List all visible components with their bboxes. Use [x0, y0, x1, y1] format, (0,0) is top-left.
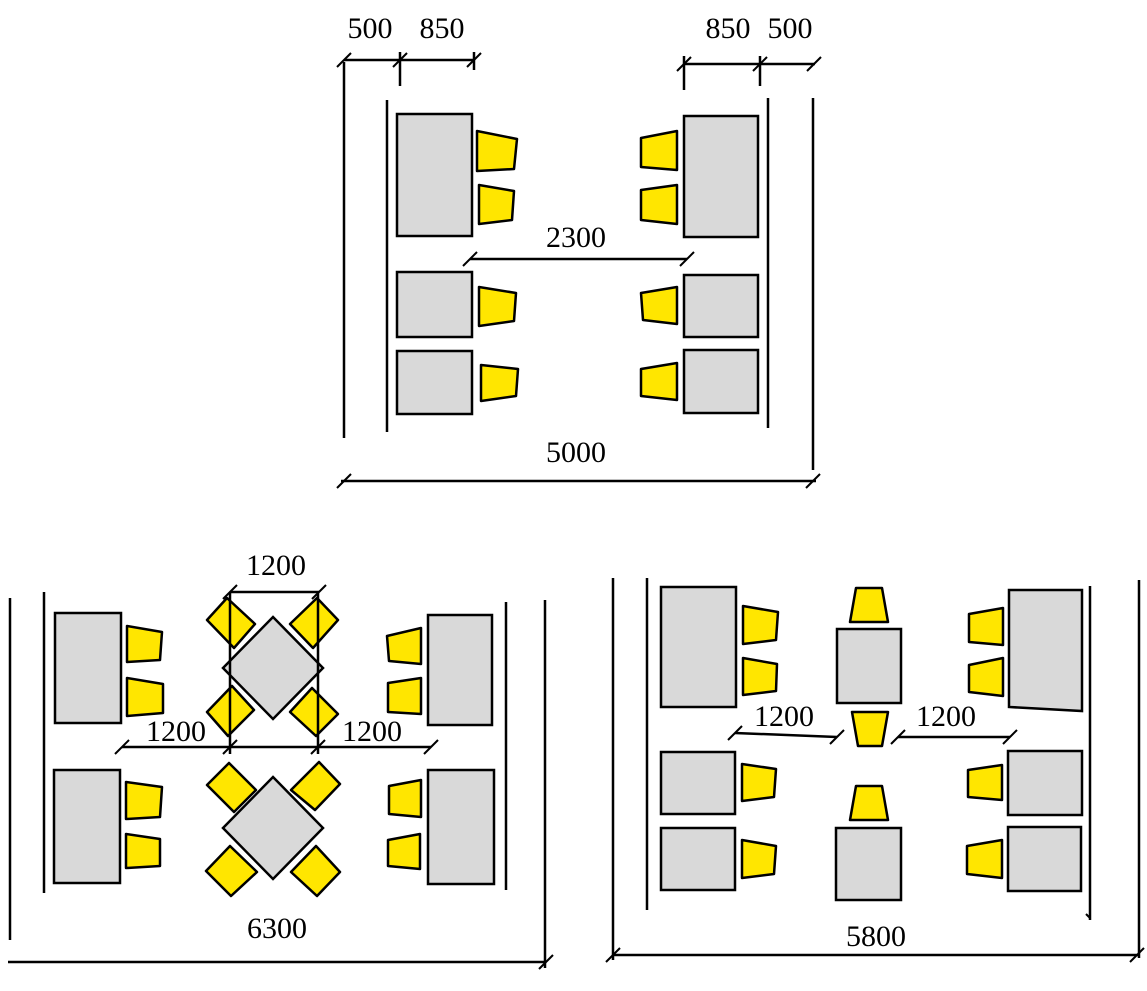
chair — [288, 686, 340, 738]
chair — [848, 784, 890, 822]
dimension-label-diamond-width: 1200 — [246, 549, 306, 582]
table — [1006, 825, 1083, 893]
chair — [966, 763, 1004, 802]
dimension-label-total: 5000 — [546, 436, 606, 469]
chair — [124, 780, 164, 821]
table — [1007, 588, 1084, 713]
dimension-label-left-aisle: 1200 — [146, 715, 206, 748]
dimension-label-right-aisle: 1200 — [916, 700, 976, 733]
chair — [386, 676, 423, 716]
table-large — [395, 112, 474, 238]
table — [395, 349, 474, 416]
chair — [740, 838, 778, 880]
chair — [741, 656, 779, 697]
dimension-label-total: 6300 — [247, 912, 307, 945]
table — [659, 826, 737, 892]
table — [682, 273, 760, 339]
chair — [204, 844, 259, 898]
dimension-tick — [806, 56, 822, 72]
chair — [387, 778, 423, 819]
dimension-tick — [310, 739, 326, 755]
chair — [477, 285, 518, 328]
dimension-tick — [336, 52, 352, 68]
dimension-label-right-offset: 500 — [768, 12, 813, 45]
table — [659, 750, 737, 816]
table — [426, 613, 494, 727]
table — [52, 768, 122, 885]
chair — [850, 710, 890, 748]
dimension-tick — [222, 739, 238, 755]
table — [682, 348, 760, 415]
table — [835, 627, 903, 705]
table — [834, 826, 903, 902]
dimension-tick — [727, 725, 743, 741]
chair — [289, 760, 342, 812]
diamond-table — [221, 615, 325, 721]
table — [53, 611, 123, 725]
dimension-tick — [1002, 729, 1018, 745]
layout-bottom-right: 1200 1200 5800 — [605, 578, 1145, 963]
chair — [848, 586, 890, 624]
table-large — [682, 114, 760, 239]
chair — [967, 606, 1005, 647]
dimension-tick — [805, 473, 821, 489]
dimension-tick — [336, 473, 352, 489]
dimension-label-left-table: 850 — [420, 12, 465, 45]
dimension-label-total: 5800 — [846, 920, 906, 953]
table — [395, 270, 474, 339]
chair — [205, 761, 258, 814]
chair — [288, 596, 340, 650]
chair — [639, 361, 679, 402]
dimension-label-left-offset: 500 — [348, 12, 393, 45]
chair — [125, 676, 165, 718]
chair — [639, 285, 679, 326]
dimension-tick — [1129, 947, 1145, 963]
dimension-tick — [679, 251, 695, 267]
dimension-tick — [829, 729, 845, 745]
chair — [386, 832, 422, 871]
table — [659, 585, 738, 709]
chair — [740, 762, 778, 803]
dimension-tick — [423, 739, 439, 755]
chair — [639, 183, 679, 226]
chair — [385, 626, 423, 666]
dimension-tick — [605, 947, 621, 963]
dimension-label-left-aisle: 1200 — [754, 700, 814, 733]
table — [1006, 749, 1084, 817]
chair — [479, 363, 520, 403]
dimension-tick — [890, 729, 906, 745]
chair — [741, 604, 780, 646]
chair — [475, 129, 519, 173]
diamond-table — [221, 775, 325, 881]
chair — [125, 624, 164, 664]
table — [426, 768, 496, 886]
dimension-label-aisle: 2300 — [546, 221, 606, 254]
chair — [965, 838, 1004, 880]
dimension-label-right-aisle: 1200 — [342, 715, 402, 748]
chair — [477, 183, 516, 226]
dimension-line — [734, 731, 838, 739]
chair — [289, 844, 342, 898]
dimension-tick — [462, 251, 478, 267]
dimension-label-right-table: 850 — [706, 12, 751, 45]
dimension-tick — [538, 954, 554, 970]
layout-top: 500 850 850 500 2300 5000 — [336, 12, 822, 489]
chair — [124, 832, 162, 870]
chair — [967, 656, 1005, 698]
drafting-mark — [1085, 913, 1091, 919]
chair — [639, 129, 679, 172]
layout-bottom-left: 1200 1200 1200 6300 — [8, 549, 554, 970]
dimension-tick — [114, 739, 130, 755]
